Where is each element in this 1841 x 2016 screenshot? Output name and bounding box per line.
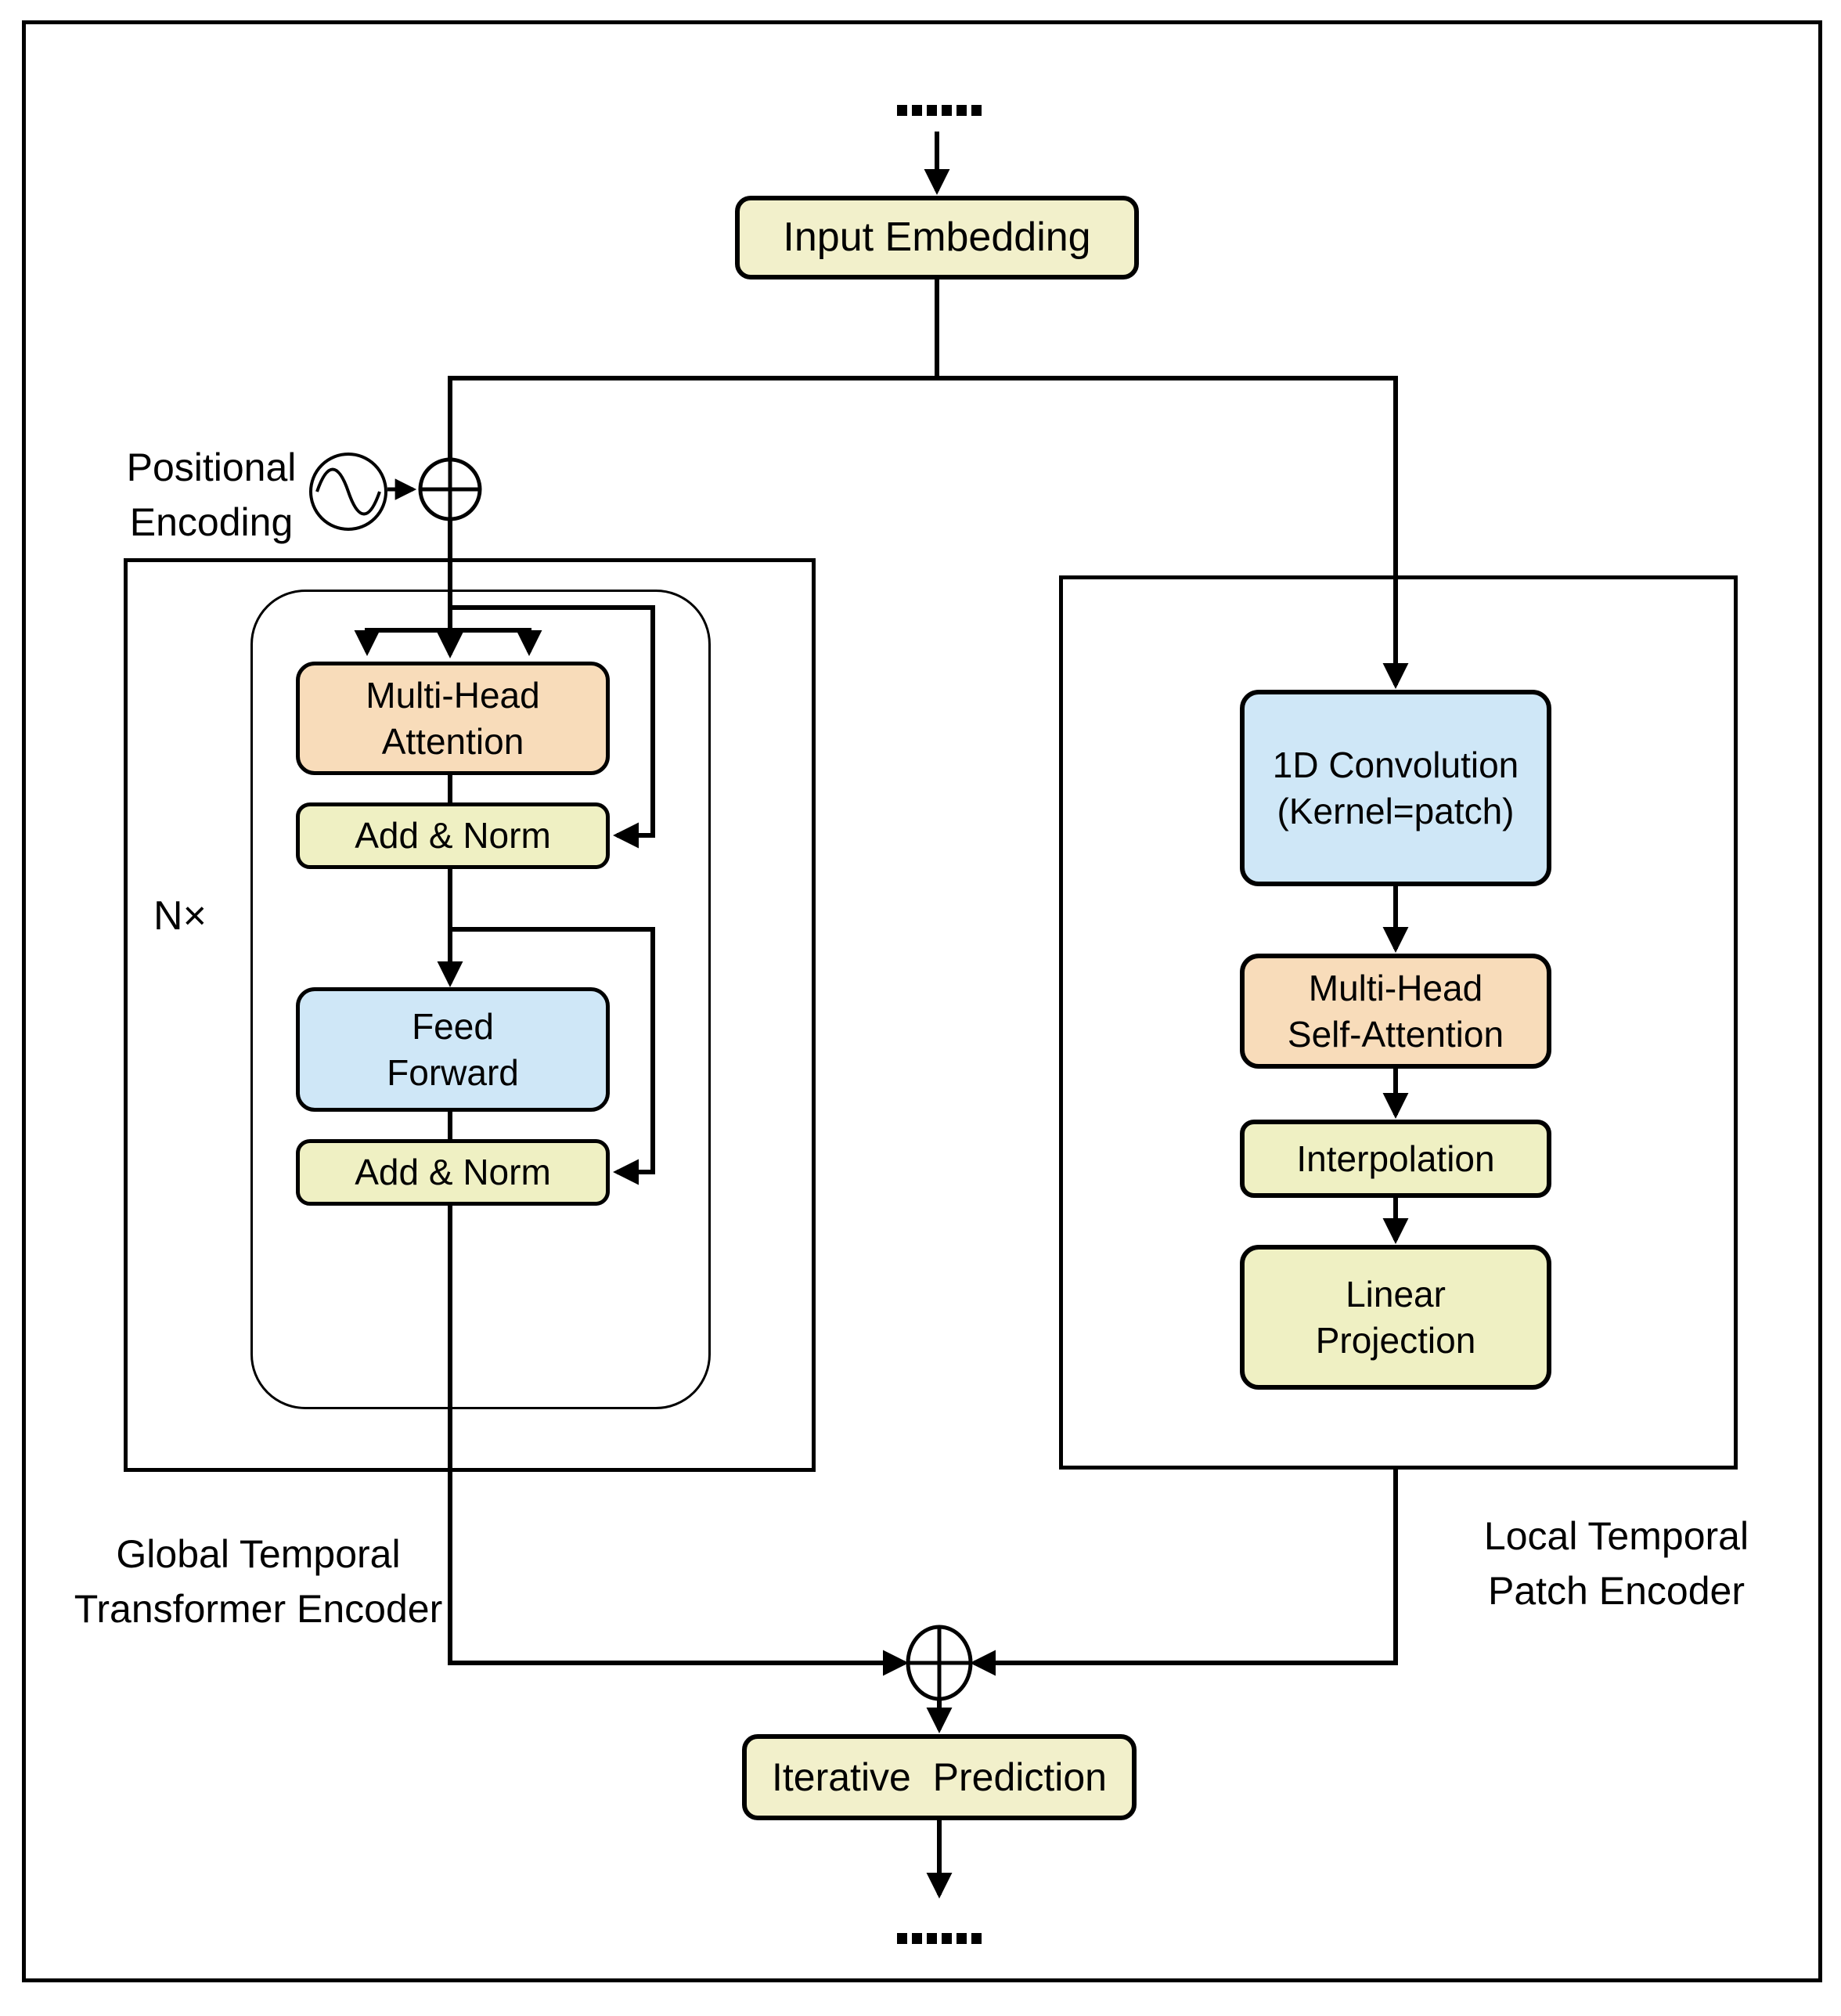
node-label: Self-Attention [1287, 1013, 1504, 1055]
residual-skip-2 [450, 927, 655, 1185]
global-encoder-caption-line2: Transformer Encoder [74, 1587, 443, 1631]
top-ellipsis: ...... [897, 105, 982, 116]
node-label: Iterative Prediction [772, 1755, 1107, 1799]
repeat-factor-label: N× [153, 893, 207, 939]
node-label: (Kernel=patch) [1277, 790, 1515, 831]
bottom-ellipsis: ...... [897, 1933, 982, 1944]
node-label: Add & Norm [355, 1152, 551, 1193]
merge-sum-icon [906, 1625, 973, 1701]
local-encoder-caption-line1: Local Temporal [1483, 1514, 1749, 1558]
node-label: Input Embedding [783, 215, 1091, 261]
node-label: Add & Norm [355, 815, 551, 857]
node-1d-convolution: 1D Convolution (Kernel=patch) [1240, 690, 1551, 886]
node-label: 1D Convolution [1272, 744, 1519, 785]
global-encoder-caption: Global Temporal Transformer Encoder [27, 1527, 489, 1636]
positional-encoding-label: Positional Encoding [78, 440, 344, 550]
node-label: Projection [1315, 1319, 1476, 1361]
local-encoder-caption: Local Temporal Patch Encoder [1385, 1509, 1841, 1618]
global-encoder-caption-line1: Global Temporal [116, 1532, 401, 1576]
global-temporal-transformer-encoder-box [124, 558, 816, 1472]
node-label: Feed [412, 1005, 494, 1047]
node-add-norm-1: Add & Norm [296, 802, 610, 869]
right-output-to-merge [970, 1470, 1398, 1676]
bottom-ellipsis-text: ...... [897, 1933, 898, 1934]
residual-skip-1 [450, 605, 655, 849]
transformer-layer-group [250, 590, 711, 1409]
positional-encoding-line1: Positional [126, 445, 297, 489]
node-iterative-prediction: Iterative Prediction [742, 1734, 1137, 1820]
branch-line [448, 376, 1409, 689]
node-label: Interpolation [1296, 1138, 1495, 1179]
left-output-to-merge [448, 1206, 909, 1676]
local-temporal-patch-encoder-box [1059, 575, 1738, 1470]
sine-wave-icon [309, 453, 387, 531]
node-multi-head-attention: Multi-Head Attention [296, 662, 610, 775]
positional-encoding-line2: Encoding [129, 500, 294, 544]
node-label: Forward [387, 1051, 519, 1093]
node-label: Multi-Head [366, 674, 540, 716]
node-feed-forward: Feed Forward [296, 987, 610, 1112]
node-multi-head-self-attention: Multi-Head Self-Attention [1240, 954, 1551, 1069]
positional-sum-icon [418, 457, 482, 521]
node-label: Attention [381, 720, 524, 762]
top-ellipsis-text: ...... [897, 105, 898, 106]
node-input-embedding: Input Embedding [735, 196, 1139, 279]
node-label: Multi-Head [1308, 967, 1483, 1008]
local-encoder-caption-line2: Patch Encoder [1488, 1569, 1745, 1613]
outer-frame [22, 20, 1822, 1982]
node-label: Linear [1346, 1273, 1446, 1315]
node-interpolation: Interpolation [1240, 1120, 1551, 1198]
node-linear-projection: Linear Projection [1240, 1245, 1551, 1390]
node-add-norm-2: Add & Norm [296, 1139, 610, 1206]
